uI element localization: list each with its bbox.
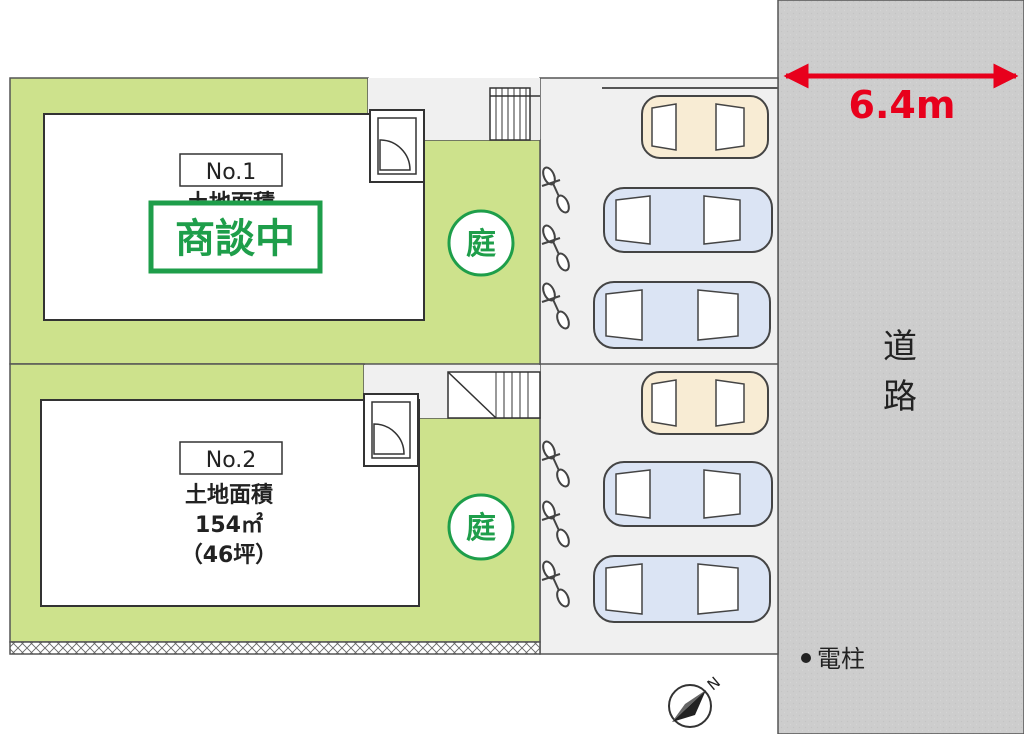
compass-north-label: N xyxy=(704,673,724,694)
lot-2-garden-badge xyxy=(447,493,515,561)
car-2 xyxy=(603,187,773,253)
bicycle-icon xyxy=(541,166,570,214)
lot-1: No.1 土地面積 商談中 庭 xyxy=(9,77,541,365)
road: 6.4m 道 路 xyxy=(777,0,1024,734)
lot-2-house xyxy=(40,399,420,607)
lot-1-steps xyxy=(489,87,540,141)
lot-2-steps xyxy=(447,371,541,419)
car-5 xyxy=(603,461,773,527)
lot-1-number-box xyxy=(179,153,283,187)
bicycle-icon xyxy=(541,560,570,608)
bicycle-icon xyxy=(541,440,570,488)
boundary-fence xyxy=(9,641,541,655)
lot-1-status-frame xyxy=(148,200,323,274)
lot-2-area-value: 154㎡ xyxy=(195,512,263,538)
bicycles xyxy=(541,166,570,608)
lot-2-number-box xyxy=(179,441,283,475)
pole-label: 電柱 xyxy=(817,645,865,673)
lot-1-garden-badge xyxy=(447,209,515,277)
compass-icon xyxy=(668,684,712,728)
bicycle-icon xyxy=(541,282,570,330)
lot-1-entrance xyxy=(369,109,425,183)
lot-2-number: No.2 xyxy=(206,448,257,473)
road-label-2: 路 xyxy=(883,377,917,417)
road-width-label: 6.4m xyxy=(849,83,956,127)
car-4 xyxy=(641,371,769,435)
car-3 xyxy=(593,281,771,349)
lot-2: No.2 土地面積 154㎡ （46坪） 庭 xyxy=(9,363,541,643)
lot-2-area-title: 土地面積 xyxy=(185,483,274,508)
road-label-1: 道 xyxy=(883,327,917,367)
lot-2-area-tsubo: （46坪） xyxy=(181,543,278,568)
car-1 xyxy=(641,95,769,159)
lot-1-status: 商談中 xyxy=(175,216,295,262)
car-6 xyxy=(593,555,771,623)
road-surface xyxy=(777,0,1024,734)
lot-1-number: No.1 xyxy=(206,160,257,185)
pole-dot-icon xyxy=(801,653,811,663)
lot-1-garden-label: 庭 xyxy=(466,227,496,262)
lot-2-garden-label: 庭 xyxy=(466,511,496,546)
bicycle-icon xyxy=(541,224,570,272)
lot-2-entrance xyxy=(363,393,419,467)
bicycle-icon xyxy=(541,500,570,548)
